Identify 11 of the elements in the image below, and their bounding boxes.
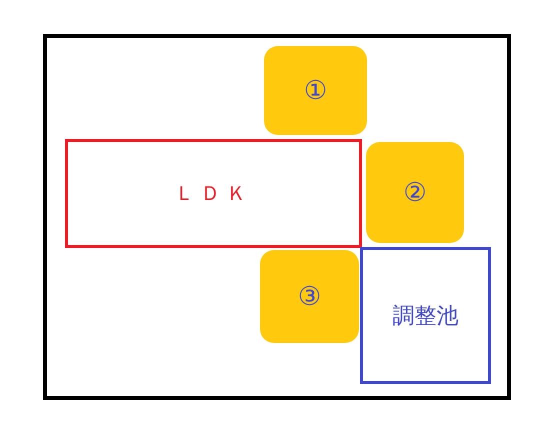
room-box bbox=[65, 139, 362, 248]
room-label: ② bbox=[403, 178, 427, 208]
floor-plan-outline bbox=[43, 34, 511, 400]
room-label: 調整池 bbox=[392, 302, 458, 330]
rounded-square bbox=[366, 142, 464, 243]
rounded-square bbox=[264, 46, 367, 135]
pond-box bbox=[360, 247, 491, 384]
room-label: ③ bbox=[298, 282, 322, 312]
rounded-square bbox=[260, 250, 359, 343]
room-label: ＬＤＫ bbox=[174, 180, 252, 207]
room-label: ① bbox=[304, 76, 328, 106]
